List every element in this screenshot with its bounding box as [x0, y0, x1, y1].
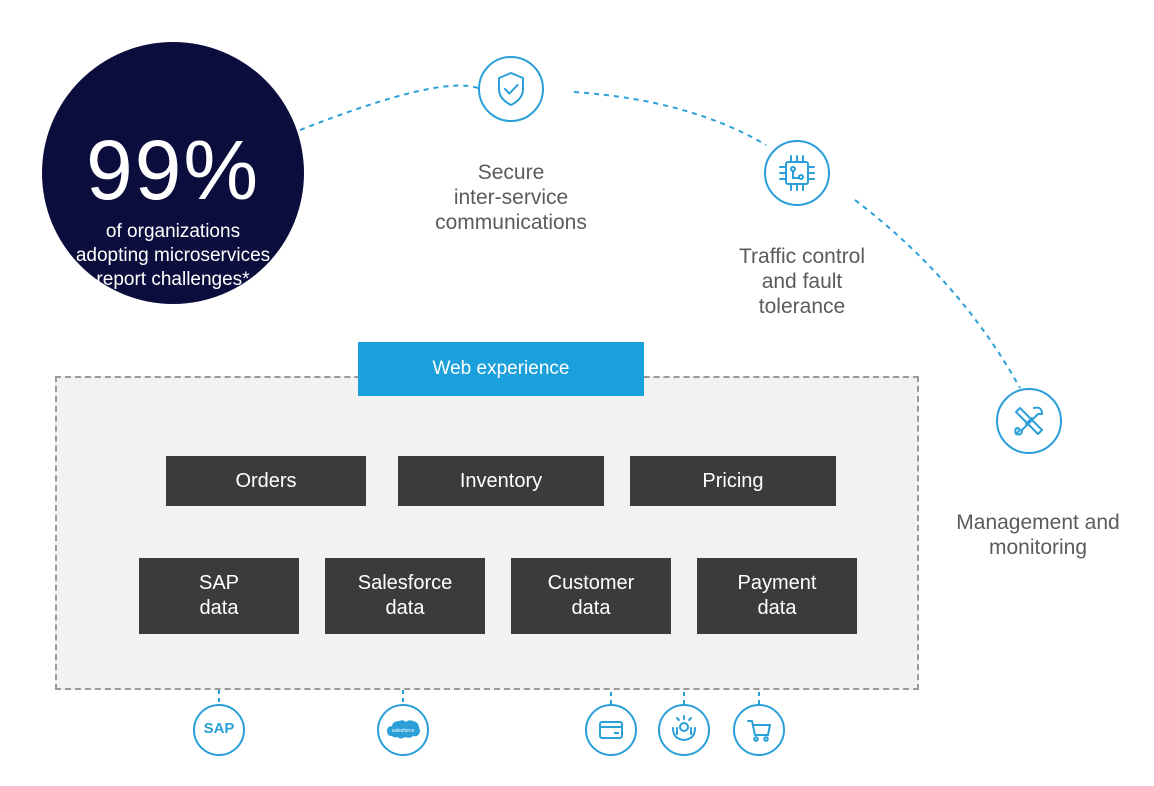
sap-logo-text: SAP	[203, 720, 235, 737]
services-boundary	[55, 376, 919, 690]
stat-caption: of organizations adopting microservices …	[42, 220, 304, 292]
salesforce-cloud-icon: salesforce	[377, 704, 429, 756]
data-box-line: data	[571, 597, 611, 619]
stat-caption-line: adopting microservices	[75, 245, 271, 266]
feature-label-secure: Secure inter-service communications	[430, 160, 592, 235]
stat-circle: 99% of organizations adopting microservi…	[42, 42, 304, 304]
stat-value: 99%	[85, 123, 261, 217]
data-box-customer: Customer data	[511, 558, 671, 634]
sap-logo-icon: SAP	[193, 704, 245, 756]
tools-icon	[996, 388, 1062, 454]
data-box-line: Customer	[547, 572, 635, 594]
salesforce-logo-text: salesforce	[392, 728, 415, 734]
chip-icon	[764, 140, 830, 206]
feature-label-line: inter-service	[453, 186, 569, 209]
service-box-orders: Orders	[166, 456, 366, 506]
feature-label-management: Management and monitoring	[938, 510, 1138, 560]
service-box-pricing: Pricing	[630, 456, 836, 506]
feature-label-line: tolerance	[758, 295, 846, 318]
stat-caption-line: report challenges*	[96, 269, 250, 290]
data-box-payment: Payment data	[697, 558, 857, 634]
web-experience-box: Web experience	[358, 342, 644, 396]
data-box-sap: SAP data	[139, 558, 299, 634]
feature-label-line: and fault	[761, 270, 843, 293]
service-box-inventory: Inventory	[398, 456, 604, 506]
shield-check-icon	[478, 56, 544, 122]
data-box-line: Payment	[737, 572, 817, 594]
shopping-cart-icon	[733, 704, 785, 756]
data-box-line: data	[757, 597, 797, 619]
feature-label-line: Traffic control	[738, 245, 866, 268]
data-box-line: Salesforce	[357, 572, 453, 594]
data-box-line: data	[199, 597, 239, 619]
credit-card-icon	[585, 704, 637, 756]
customer-hands-icon	[658, 704, 710, 756]
stat-caption-line: of organizations	[105, 221, 241, 242]
feature-label-line: Secure	[477, 161, 545, 184]
data-box-line: SAP	[198, 572, 240, 594]
feature-label-line: monitoring	[988, 536, 1088, 559]
feature-label-line: Management and	[956, 511, 1120, 534]
feature-label-traffic: Traffic control and fault tolerance	[722, 244, 882, 319]
feature-label-line: communications	[435, 211, 587, 234]
data-box-salesforce: Salesforce data	[325, 558, 485, 634]
data-box-line: data	[385, 597, 425, 619]
